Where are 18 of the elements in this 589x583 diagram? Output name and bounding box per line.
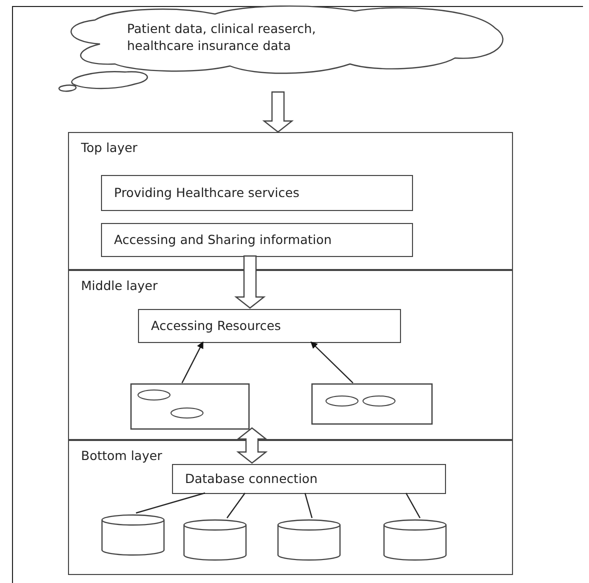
box-label: Accessing and Sharing information bbox=[114, 230, 332, 249]
layer-title: Top layer bbox=[81, 139, 138, 157]
process-box bbox=[101, 175, 413, 211]
process-box bbox=[101, 223, 413, 257]
layer-panel bbox=[68, 270, 513, 440]
process-box bbox=[138, 309, 401, 343]
box-label: Providing Healthcare services bbox=[114, 184, 300, 202]
box-label: Database connection bbox=[185, 470, 318, 488]
layer-panel bbox=[68, 132, 513, 270]
block-arrow bbox=[262, 91, 294, 133]
cloud-text: Patient data, clinical reaserch, healthcare insurance data bbox=[127, 21, 317, 55]
process-box bbox=[172, 464, 446, 494]
box-label: Accessing Resources bbox=[151, 316, 281, 335]
layer-title: Bottom layer bbox=[81, 447, 162, 465]
block-arrow bbox=[234, 255, 266, 309]
layer-title: Middle layer bbox=[81, 277, 158, 295]
layer-panel bbox=[68, 440, 513, 575]
block-arrow bbox=[236, 427, 268, 464]
